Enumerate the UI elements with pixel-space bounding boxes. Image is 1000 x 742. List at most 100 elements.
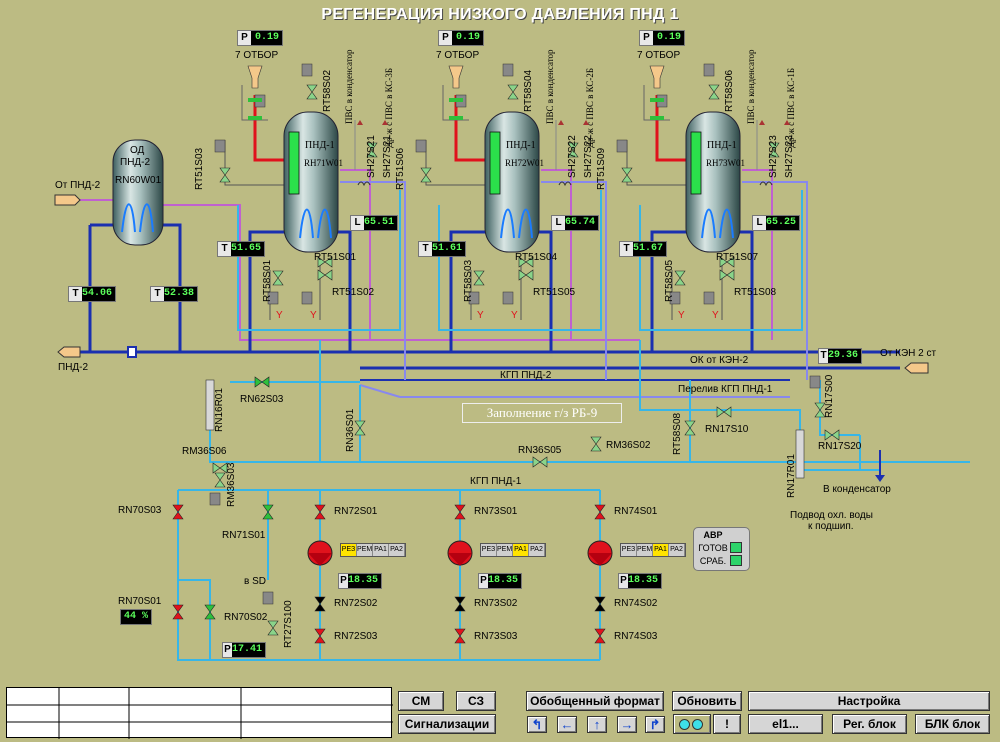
pump-outlet-valve-icon[interactable] [314,628,326,644]
alarms-button[interactable]: Сигнализации [398,714,496,734]
rt58-label: RT58S04 [523,69,534,112]
mode-3[interactable]: РА2 [529,544,545,556]
pump-check-valve-icon[interactable] [594,596,606,612]
mode-2[interactable]: РА1 [373,544,389,556]
bottom-valve-2-icon[interactable] [518,269,534,281]
bottom-valve-2-label: RT51S08 [734,287,777,298]
rn36s01-valve-icon[interactable] [354,420,366,436]
mode-1[interactable]: РЕМ [357,544,373,556]
pump-icon[interactable] [307,540,333,566]
mode-2[interactable]: РА1 [653,544,669,556]
mode-2[interactable]: РА1 [513,544,529,556]
arrow-right-icon[interactable]: → [617,716,637,733]
pump-check-valve-icon[interactable] [314,596,326,612]
mode-3[interactable]: РА2 [389,544,405,556]
rt27s100-label: RT27S100 [283,600,294,648]
rn36s05-valve-icon[interactable] [532,456,548,468]
fill-rb9-label[interactable]: Заполнение г/з РБ-9 [462,403,622,423]
rn17s10-valve-icon[interactable] [716,406,732,418]
side-valve-icon[interactable] [674,270,686,286]
back-icon[interactable]: ↰ [527,716,547,733]
rt51-valve-icon[interactable] [420,167,432,183]
rn71s01-valve-icon[interactable] [262,504,274,520]
pump-outlet-valve-icon[interactable] [454,628,466,644]
rn70s03-valve-icon[interactable] [172,504,184,520]
blk-block-button[interactable]: БЛК блок [915,714,990,734]
rm36s02-label: RM36S02 [606,440,651,451]
pump-icon[interactable] [447,540,473,566]
exclamation-button[interactable]: ! [713,714,741,734]
el1-button[interactable]: el1... [748,714,823,734]
pump-top-valve-label: RN72S01 [334,506,378,517]
avr-ready-indicator [730,542,742,553]
sh27-label: SH27S21 [366,135,377,178]
rn17s20-valve-icon[interactable] [824,429,840,441]
pump-inlet-valve-icon[interactable] [454,504,466,520]
heater-code: RH71W01 [304,158,343,168]
general-format-button[interactable]: Обобщенный формат [526,691,664,711]
arrow-left-icon[interactable]: ← [557,716,577,733]
rn70s01-valve-icon[interactable] [172,604,184,620]
pump-icon[interactable] [587,540,613,566]
from-pnd2-label: От ПНД-2 [55,180,101,191]
rm36s02-valve-icon[interactable] [590,436,602,452]
rn17s00-valve-icon[interactable] [814,402,826,418]
side-valve-icon[interactable] [272,270,284,286]
sh27-valve-icon[interactable] [567,142,579,158]
rt51-valve-icon[interactable] [219,167,231,183]
pump-inlet-valve-icon[interactable] [594,504,606,520]
sh27-valve-icon[interactable] [768,142,780,158]
mode-0[interactable]: РЕЗ [341,544,357,556]
status-grid [6,687,393,739]
mode-1[interactable]: РЕМ [497,544,513,556]
settings-button[interactable]: Настройка [748,691,990,711]
reg-block-button[interactable]: Рег. блок [832,714,907,734]
bottom-valve-icon[interactable] [317,256,333,268]
cooling-water-label: Подвод охл. воды [790,510,873,521]
mode-3[interactable]: РА2 [669,544,685,556]
mode-0[interactable]: РЕЗ [621,544,637,556]
cm-button[interactable]: СМ [398,691,444,711]
to-pnd2-label: ПНД-2 [58,362,89,373]
rt58-valve-icon[interactable] [708,84,720,100]
rt58s08-valve-icon[interactable] [684,420,696,436]
pump-inlet-valve-icon[interactable] [314,504,326,520]
rt51-valve-icon[interactable] [621,167,633,183]
page-title: РЕГЕНЕРАЦИЯ НИЗКОГО ДАВЛЕНИЯ ПНД 1 [321,6,679,23]
mode-1[interactable]: РЕМ [637,544,653,556]
bottom-valve-icon[interactable] [719,256,735,268]
sh27-valve-icon[interactable] [366,142,378,158]
bottom-valve-icon[interactable] [518,256,534,268]
rm36s06-valve-icon[interactable] [212,462,228,474]
rn17r01-label: RN17R01 [786,454,797,498]
rn70s02-valve-icon[interactable] [204,604,216,620]
rt58-valve-icon[interactable] [306,84,318,100]
rm36s03-valve-icon[interactable] [214,472,226,488]
mode-0[interactable]: РЕЗ [481,544,497,556]
avr-panel[interactable]: АВР ГОТОВ СРАБ. [693,527,750,571]
rn62s03-valve-icon[interactable] [254,376,270,388]
rt58-valve-icon[interactable] [507,84,519,100]
pump-outlet-valve-icon[interactable] [594,628,606,644]
refresh-button[interactable]: Обновить [672,691,742,711]
bottom-valve-2-icon[interactable] [317,269,333,281]
rn62s03-label: RN62S03 [240,394,284,405]
rn70s01-label: RN70S01 [118,596,162,607]
rt27s100-valve-icon[interactable] [267,620,279,636]
c3-button[interactable]: СЗ [456,691,496,711]
rn70s03-label: RN70S03 [118,505,162,516]
forward-icon[interactable]: ↱ [645,716,665,733]
side-valve-icon[interactable] [473,270,485,286]
arrow-up-icon[interactable]: ↑ [587,716,607,733]
pump-check-valve-icon[interactable] [454,596,466,612]
ok-ken-label: ОК от КЭН-2 [690,355,749,366]
bottom-valve-2-icon[interactable] [719,269,735,281]
